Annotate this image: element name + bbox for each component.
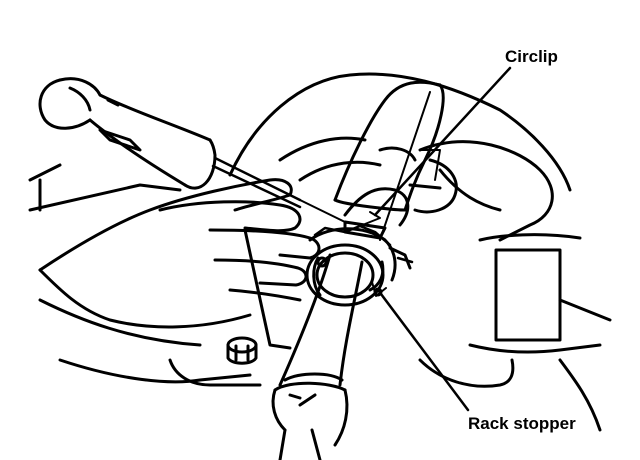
rack-tube xyxy=(333,80,445,241)
rack-stopper-leader-line xyxy=(376,288,470,412)
left-hand xyxy=(38,178,321,347)
rack-stopper-leader-arrow xyxy=(371,281,387,297)
screwdriver xyxy=(38,77,346,223)
right-hand xyxy=(278,136,458,214)
callout-leaders xyxy=(364,66,512,412)
rack-stopper-assembly xyxy=(305,220,414,307)
circlip-leader-line xyxy=(373,66,512,217)
bolt-head xyxy=(226,336,258,365)
rack-shaft xyxy=(271,253,364,460)
circlip-label: Circlip xyxy=(505,47,558,66)
circlip-leader-arrow xyxy=(364,211,381,225)
housing-body xyxy=(28,72,612,432)
rack-stopper-label: Rack stopper xyxy=(468,414,576,433)
